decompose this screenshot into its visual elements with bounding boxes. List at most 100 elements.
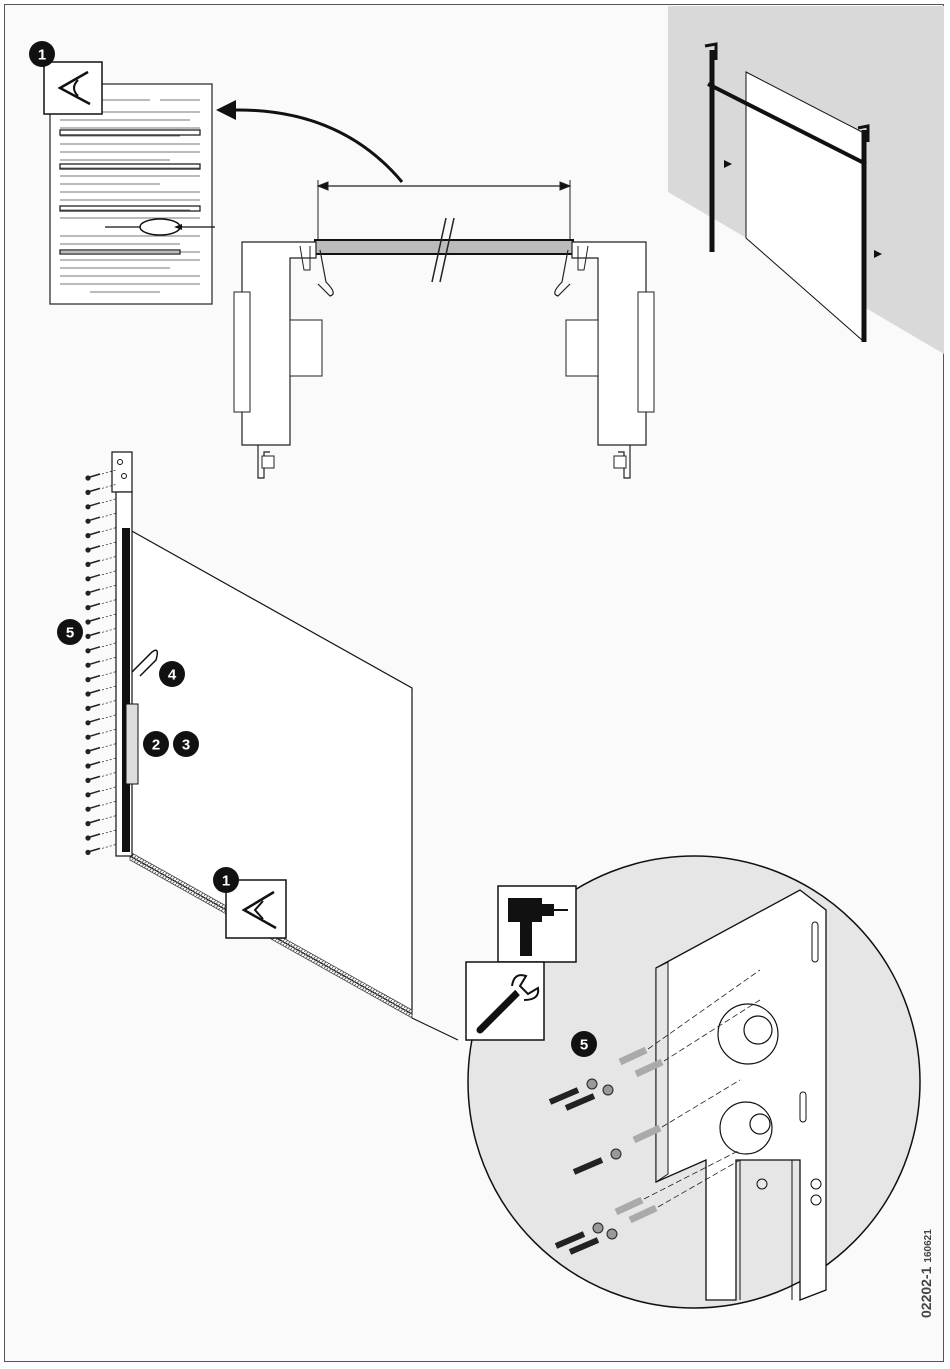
screw-head xyxy=(86,778,90,782)
screw-head xyxy=(86,836,90,840)
wall-opening xyxy=(668,6,944,354)
screw-shaft xyxy=(90,647,100,650)
screw-column xyxy=(86,470,116,854)
screw-shaft xyxy=(90,748,100,751)
svg-text:3: 3 xyxy=(182,737,190,754)
screw-head xyxy=(86,663,90,667)
screw-head xyxy=(86,793,90,797)
screw-shaft xyxy=(90,719,100,722)
screw-guide xyxy=(102,528,116,532)
eye-check-icon xyxy=(44,62,102,114)
screw-shaft xyxy=(90,733,100,736)
screw-head xyxy=(86,764,90,768)
screw-guide xyxy=(102,844,116,848)
screw-head xyxy=(86,634,90,638)
screw-head xyxy=(86,735,90,739)
screw-guide xyxy=(102,744,116,748)
screw-head xyxy=(86,649,90,653)
screw-shaft xyxy=(90,618,100,621)
screw-head xyxy=(86,606,90,610)
screw-guide xyxy=(102,542,116,546)
screw-head xyxy=(86,490,90,494)
screw-guide xyxy=(102,513,116,517)
screw-shaft xyxy=(90,546,100,549)
step-badge-2: 2 xyxy=(143,731,169,757)
washer xyxy=(587,1079,597,1089)
screw-shaft xyxy=(90,503,100,506)
screw-guide xyxy=(102,499,116,503)
screw-guide xyxy=(102,816,116,820)
screw-shaft xyxy=(90,791,100,794)
screw-guide xyxy=(102,585,116,589)
screw-head xyxy=(86,577,90,581)
step-badge-closeup: 5 xyxy=(571,1031,597,1057)
screw-shaft xyxy=(90,805,100,808)
washer xyxy=(611,1149,621,1159)
screw-shaft xyxy=(90,661,100,664)
screw-shaft xyxy=(90,834,100,837)
screw-guide xyxy=(102,643,116,647)
detail-leader xyxy=(412,1018,458,1040)
screw-guide xyxy=(102,729,116,733)
screw-head xyxy=(86,850,90,854)
screw-head xyxy=(86,519,90,523)
washer xyxy=(603,1085,613,1095)
screw-head xyxy=(86,822,90,826)
screw-guide xyxy=(102,700,116,704)
screw-guide xyxy=(102,686,116,690)
screw-shaft xyxy=(90,575,100,578)
screw-shaft xyxy=(90,704,100,707)
washer xyxy=(593,1223,603,1233)
step-badge-bracket: 5 xyxy=(57,619,83,645)
screw-shaft xyxy=(90,560,100,563)
screw-shaft xyxy=(90,820,100,823)
width-measurement xyxy=(234,180,654,478)
screw-guide xyxy=(102,758,116,762)
screw-guide xyxy=(102,571,116,575)
screw-head xyxy=(86,678,90,682)
svg-text:5: 5 xyxy=(580,1037,588,1054)
screw-guide xyxy=(102,600,116,604)
screw-head xyxy=(86,548,90,552)
step-badge-3: 3 xyxy=(173,731,199,757)
screw-head xyxy=(86,505,90,509)
screw-guide xyxy=(102,772,116,776)
document-id: 02202-1 160621 xyxy=(918,1229,936,1318)
screw-guide xyxy=(102,672,116,676)
screw-head xyxy=(86,620,90,624)
screw-guide xyxy=(102,787,116,791)
svg-text:1: 1 xyxy=(222,873,230,890)
screw-guide xyxy=(102,556,116,560)
washer xyxy=(607,1229,617,1239)
document-sheet xyxy=(50,84,215,304)
screw-head xyxy=(86,721,90,725)
wrench-icon xyxy=(466,962,544,1040)
screw-guide xyxy=(102,628,116,632)
screw-guide xyxy=(102,801,116,805)
step-badge-pin: 4 xyxy=(159,661,185,687)
screw-head xyxy=(86,706,90,710)
screw-head xyxy=(86,591,90,595)
screw-head xyxy=(86,534,90,538)
screw-shaft xyxy=(90,762,100,765)
screw-shaft xyxy=(90,676,100,679)
doc-date: 160621 xyxy=(923,1229,934,1262)
svg-text:1: 1 xyxy=(38,47,46,64)
drill-icon xyxy=(498,886,576,962)
door-panel xyxy=(130,530,412,1018)
screw-shaft xyxy=(90,848,100,851)
screw-head xyxy=(86,562,90,566)
screw-head xyxy=(86,692,90,696)
screw-head xyxy=(86,807,90,811)
step-badge-doc: 1 xyxy=(29,41,55,67)
svg-text:2: 2 xyxy=(152,737,160,754)
screw-shaft xyxy=(90,589,100,592)
doc-number: 02202-1 xyxy=(918,1267,934,1318)
screw-shaft xyxy=(90,632,100,635)
svg-text:5: 5 xyxy=(66,625,74,642)
screw-shaft xyxy=(90,776,100,779)
screw-head xyxy=(86,476,90,480)
screw-shaft xyxy=(90,690,100,693)
screw-shaft xyxy=(90,532,100,535)
